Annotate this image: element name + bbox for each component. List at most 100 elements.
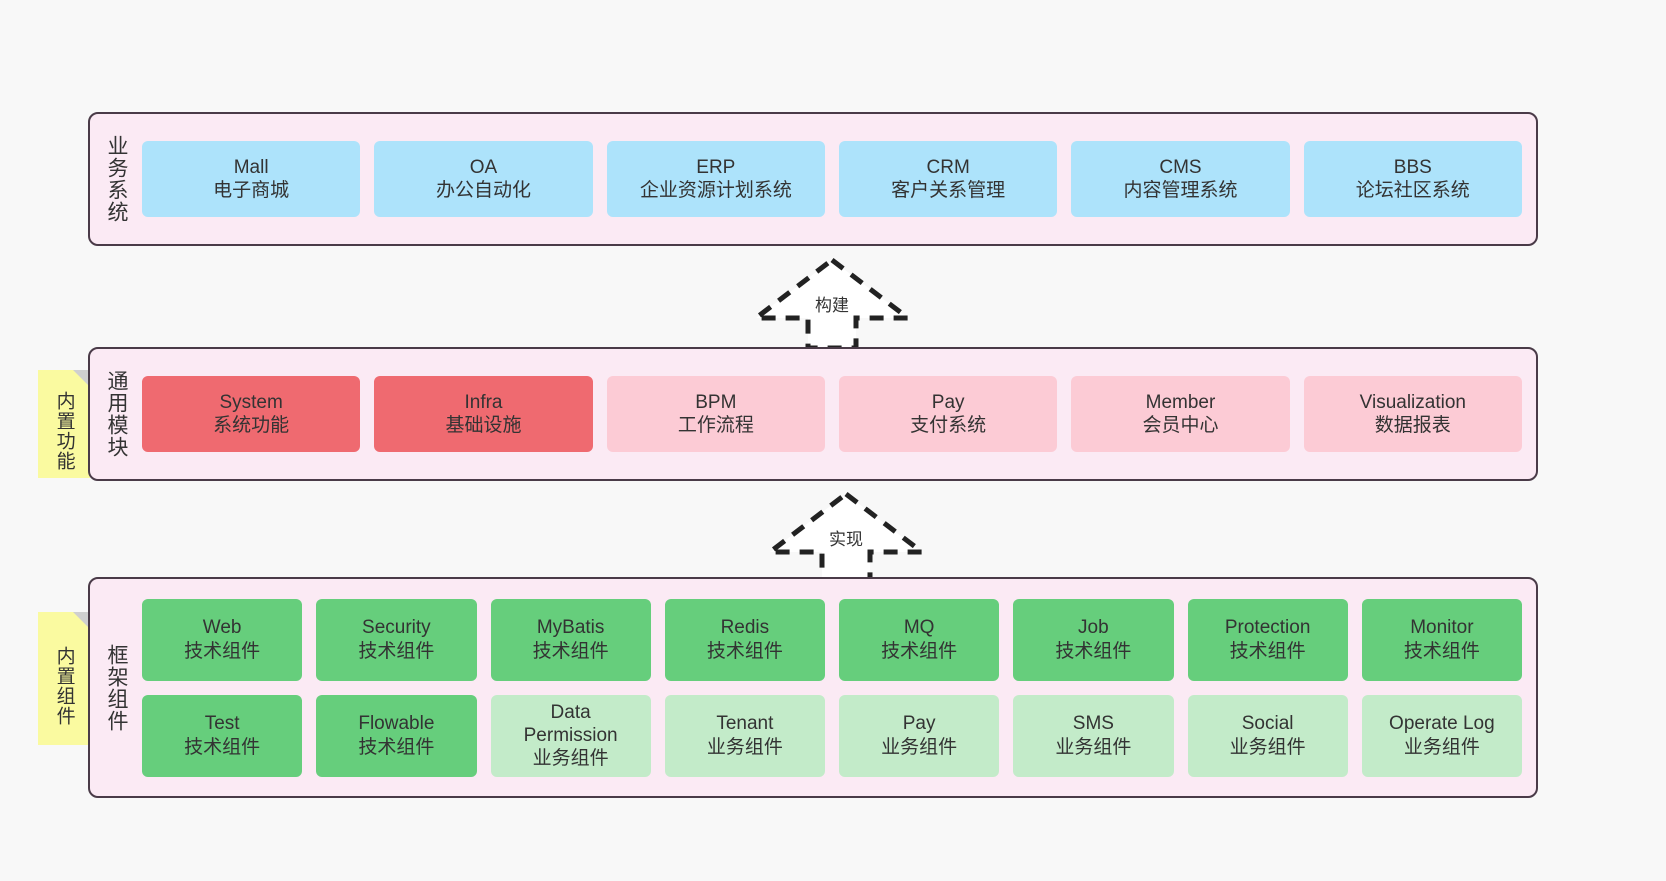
sticky-note-built-in-components: 内置组件 (38, 612, 90, 745)
card-oa[interactable]: OA 办公自动化 (374, 141, 593, 217)
card-job-name: Job (1078, 617, 1109, 639)
layer-business-title: 业务系统 (105, 135, 129, 223)
card-bbs[interactable]: BBS 论坛社区系统 (1303, 141, 1522, 217)
card-visualization[interactable]: Visualization 数据报表 (1303, 376, 1522, 452)
card-member-desc: 会员中心 (1142, 415, 1219, 436)
layer-common-modules: 通用模块 System 系统功能 Infra 基础设施 BPM 工作流程 Pay… (88, 347, 1538, 481)
card-cms[interactable]: CMS 内容管理系统 (1071, 141, 1290, 217)
card-system-name: System (219, 391, 283, 413)
card-pay-component-name: Pay (902, 713, 936, 735)
card-web-desc: 技术组件 (184, 640, 261, 662)
card-mq-desc: 技术组件 (881, 640, 958, 662)
card-redis-name: Redis (720, 617, 770, 639)
card-crm[interactable]: CRM 客户关系管理 (838, 141, 1058, 217)
card-redis[interactable]: Redis 技术组件 (664, 598, 825, 681)
layer-module-title: 通用模块 (105, 370, 129, 458)
layer-business-cards: Mall 电子商城 OA 办公自动化 ERP 企业资源计划系统 CRM 客户关系… (142, 114, 1536, 244)
card-member[interactable]: Member 会员中心 (1071, 376, 1290, 452)
card-erp[interactable]: ERP 企业资源计划系统 (606, 141, 825, 217)
card-system-desc: 系统功能 (213, 415, 290, 436)
card-pay-module-desc: 支付系统 (910, 415, 987, 436)
card-security[interactable]: Security 技术组件 (316, 598, 477, 681)
card-pay-module-name: Pay (931, 391, 965, 413)
card-cms-name: CMS (1159, 156, 1202, 178)
card-mq-name: MQ (903, 617, 935, 639)
card-social[interactable]: Social 业务组件 (1187, 694, 1348, 777)
card-test-name: Test (204, 713, 240, 735)
card-data-permission-name1: Data (550, 701, 591, 723)
card-bbs-name: BBS (1393, 156, 1432, 178)
card-cms-desc: 内容管理系统 (1123, 180, 1238, 201)
card-data-permission[interactable]: Data Permission 业务组件 (490, 694, 651, 777)
implement-arrow-label: 实现 (829, 530, 863, 549)
card-bpm[interactable]: BPM 工作流程 (606, 376, 825, 452)
card-bpm-desc: 工作流程 (677, 415, 754, 436)
sticky-note-built-in-functions: 内置功能 (38, 370, 90, 478)
card-member-name: Member (1145, 391, 1216, 413)
card-protection[interactable]: Protection 技术组件 (1187, 598, 1348, 681)
card-erp-desc: 企业资源计划系统 (639, 180, 792, 201)
card-web-name: Web (202, 617, 242, 639)
card-monitor[interactable]: Monitor 技术组件 (1361, 598, 1522, 681)
card-tenant-desc: 业务组件 (706, 736, 783, 758)
card-erp-name: ERP (696, 156, 736, 178)
card-social-name: Social (1241, 713, 1294, 735)
card-bbs-desc: 论坛社区系统 (1355, 180, 1470, 201)
card-monitor-name: Monitor (1410, 617, 1474, 639)
framework-row-tech: Web 技术组件 Security 技术组件 MyBatis 技术组件 Redi… (142, 598, 1522, 681)
layer-framework-title: 框架组件 (105, 643, 129, 732)
layer-framework-cards: Web 技术组件 Security 技术组件 MyBatis 技术组件 Redi… (142, 579, 1536, 796)
card-sms-desc: 业务组件 (1055, 736, 1132, 758)
card-visualization-desc: 数据报表 (1374, 415, 1451, 436)
card-crm-name: CRM (926, 156, 970, 178)
card-job-desc: 技术组件 (1055, 640, 1132, 662)
card-job[interactable]: Job 技术组件 (1013, 598, 1174, 681)
card-infra[interactable]: Infra 基础设施 (374, 376, 593, 452)
card-pay-module[interactable]: Pay 支付系统 (838, 376, 1058, 452)
card-operate-log-name: Operate Log (1389, 713, 1495, 735)
layer-module-cards: System 系统功能 Infra 基础设施 BPM 工作流程 Pay 支付系统… (142, 349, 1536, 479)
card-system[interactable]: System 系统功能 (142, 376, 361, 452)
card-sms[interactable]: SMS 业务组件 (1013, 694, 1174, 777)
card-test[interactable]: Test 技术组件 (142, 694, 303, 777)
framework-row-business: Test 技术组件 Flowable 技术组件 Data Permission … (142, 694, 1522, 777)
card-security-desc: 技术组件 (358, 640, 435, 662)
card-pay-component[interactable]: Pay 业务组件 (839, 694, 1000, 777)
card-monitor-desc: 技术组件 (1403, 640, 1480, 662)
card-infra-desc: 基础设施 (445, 415, 522, 436)
card-tenant[interactable]: Tenant 业务组件 (664, 694, 825, 777)
card-protection-desc: 技术组件 (1229, 640, 1306, 662)
layer-framework-components: 框架组件 Web 技术组件 Security 技术组件 MyBatis 技术组件… (88, 577, 1538, 798)
card-pay-component-desc: 业务组件 (881, 736, 958, 758)
card-security-name: Security (362, 617, 431, 639)
card-mybatis-name: MyBatis (536, 617, 605, 639)
card-operate-log-desc: 业务组件 (1403, 736, 1480, 758)
card-infra-name: Infra (464, 391, 503, 413)
sticky-note-built-in-components-text: 内置组件 (53, 645, 75, 726)
card-operate-log[interactable]: Operate Log 业务组件 (1361, 694, 1522, 777)
layer-business-systems: 业务系统 Mall 电子商城 OA 办公自动化 ERP 企业资源计划系统 CRM… (88, 112, 1538, 246)
card-flowable-name: Flowable (358, 713, 435, 735)
card-social-desc: 业务组件 (1229, 736, 1306, 758)
card-protection-name: Protection (1224, 617, 1311, 639)
card-mq[interactable]: MQ 技术组件 (839, 598, 1000, 681)
card-crm-desc: 客户关系管理 (891, 180, 1006, 201)
card-sms-name: SMS (1072, 713, 1114, 735)
card-test-desc: 技术组件 (184, 736, 261, 758)
card-mybatis[interactable]: MyBatis 技术组件 (490, 598, 651, 681)
card-mybatis-desc: 技术组件 (532, 640, 609, 662)
card-data-permission-name2: Permission (523, 724, 618, 746)
sticky-note-built-in-functions-text: 内置功能 (53, 391, 75, 471)
card-flowable-desc: 技术组件 (358, 736, 435, 758)
card-visualization-name: Visualization (1359, 391, 1466, 413)
build-arrow-label: 构建 (815, 296, 849, 315)
card-tenant-name: Tenant (716, 713, 774, 735)
card-flowable[interactable]: Flowable 技术组件 (316, 694, 477, 777)
card-mall[interactable]: Mall 电子商城 (142, 141, 361, 217)
card-oa-desc: 办公自动化 (435, 180, 531, 201)
card-oa-name: OA (469, 156, 498, 178)
card-redis-desc: 技术组件 (706, 640, 783, 662)
card-mall-desc: 电子商城 (213, 180, 290, 201)
card-web[interactable]: Web 技术组件 (142, 598, 303, 681)
